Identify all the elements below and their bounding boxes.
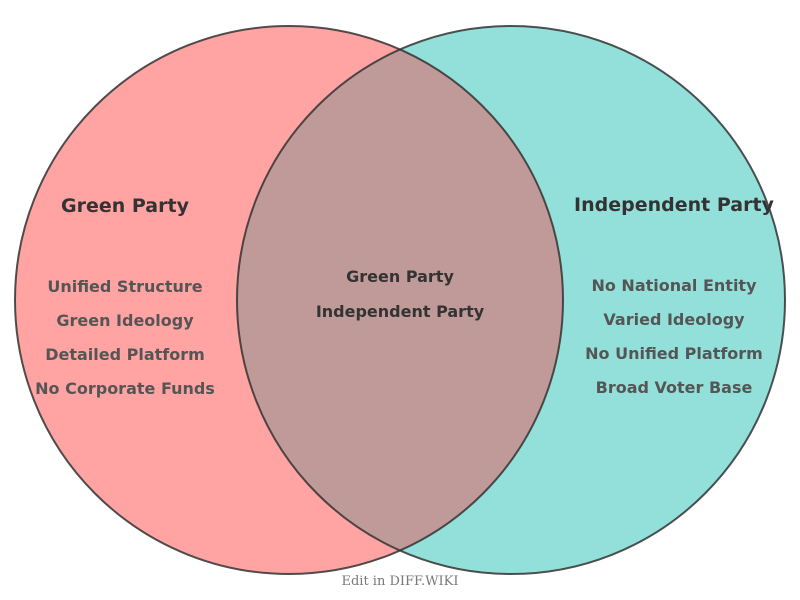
- independent-party-item-varied-ideology: Varied Ideology: [603, 310, 745, 329]
- independent-party-item-no-national-entity: No National Entity: [591, 276, 757, 295]
- edit-in-diff-wiki-link[interactable]: Edit in DIFF.WIKI: [341, 574, 458, 589]
- green-party-item-detailed-platform: Detailed Platform: [45, 345, 205, 364]
- independent-party-item-no-unified-platform: No Unified Platform: [585, 344, 763, 363]
- green-party-item-no-corporate-funds: No Corporate Funds: [35, 379, 215, 398]
- green-party-item-unified-structure: Unified Structure: [47, 277, 202, 296]
- intersection-item-independent-party: Independent Party: [316, 302, 485, 321]
- independent-party-title: Independent Party: [574, 194, 774, 216]
- intersection-region: [237, 26, 563, 574]
- independent-party-circle-outline: [236, 25, 786, 575]
- intersection-item-green-party: Green Party: [346, 267, 454, 286]
- green-party-circle-outline: [14, 25, 564, 575]
- green-party-item-green-ideology: Green Ideology: [56, 311, 194, 330]
- green-party-title: Green Party: [61, 195, 190, 217]
- independent-party-item-broad-voter-base: Broad Voter Base: [596, 378, 753, 397]
